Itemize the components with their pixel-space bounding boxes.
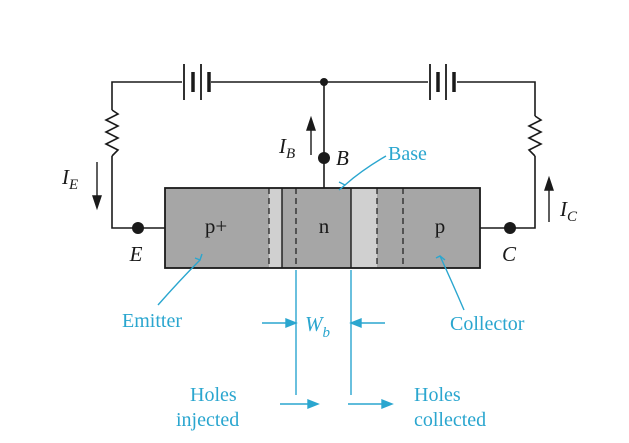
arrow-icon <box>544 175 554 222</box>
base-annotation: Base <box>388 143 427 165</box>
transistor-bar <box>164 187 481 269</box>
collector-terminal-label: C <box>502 242 517 266</box>
holes-injected-label: Holes injected <box>176 384 242 431</box>
holes-collected-label: Holes collected <box>414 384 486 431</box>
terminal-node-icon <box>318 152 330 164</box>
emitter-junction-strip <box>282 188 296 268</box>
junction-node-icon <box>320 78 328 86</box>
arrow-icon <box>262 317 298 329</box>
collector-junction-strip <box>377 188 403 268</box>
emitter-region <box>165 188 269 268</box>
base-pointer <box>344 155 387 186</box>
arrow-icon <box>349 317 385 329</box>
emitter-annotation: Emitter <box>122 310 182 332</box>
base-width-label: Wb <box>305 312 331 341</box>
arrow-icon <box>92 162 102 211</box>
arrow-icon <box>348 398 394 410</box>
emitter-terminal-label: E <box>129 242 143 266</box>
resistor-icon <box>527 115 543 157</box>
base-terminal-label: B <box>336 146 349 170</box>
collector-depletion <box>351 188 377 268</box>
emitter-region-label: p+ <box>205 214 227 238</box>
circuit-wires <box>111 81 536 229</box>
emitter-current-label: IE <box>61 165 78 193</box>
battery-icon <box>429 64 456 100</box>
arrow-icon <box>280 398 320 410</box>
emitter-depletion <box>269 188 282 268</box>
arrow-icon <box>306 115 316 155</box>
emitter-pointer <box>157 259 201 306</box>
collector-region-label: p <box>435 214 446 238</box>
collector-region <box>403 188 480 268</box>
battery-icon <box>183 64 211 100</box>
base-region-label: n <box>319 214 330 238</box>
base-current-label: IB <box>278 134 295 162</box>
collector-annotation: Collector <box>450 313 525 335</box>
collector-pointer <box>439 255 465 311</box>
resistor-icon <box>104 109 120 157</box>
collector-current-label: IC <box>559 197 578 225</box>
base-region <box>296 188 351 268</box>
